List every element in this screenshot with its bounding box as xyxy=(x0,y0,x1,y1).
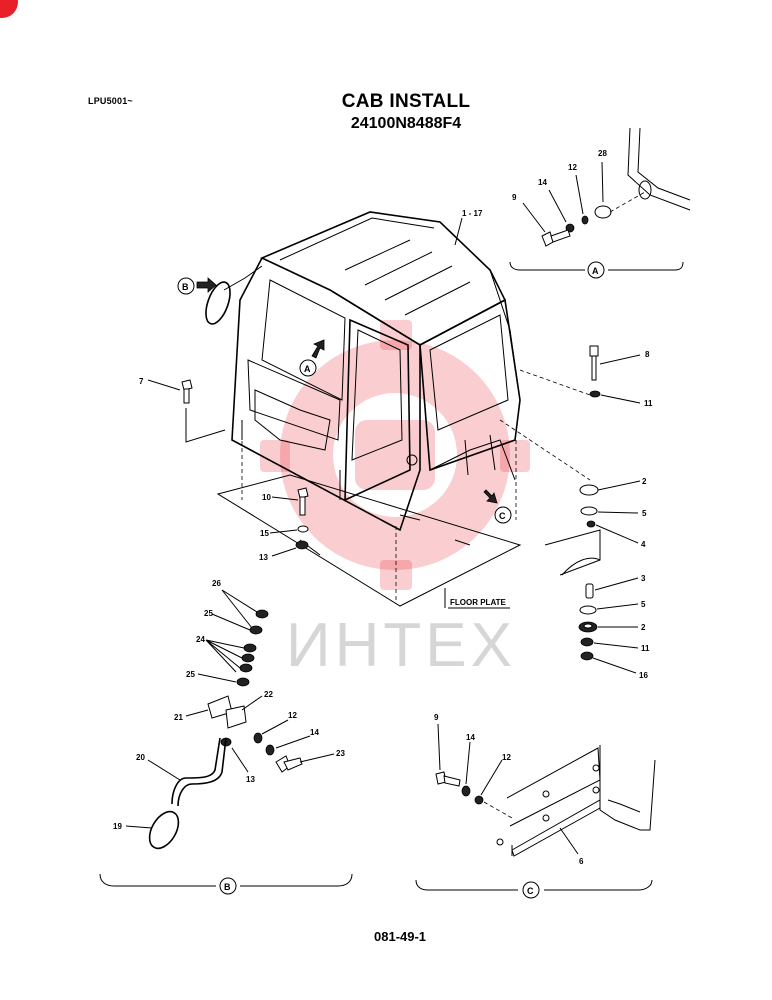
bracket-section xyxy=(544,529,601,576)
view-marker-a-cab xyxy=(299,359,317,377)
callout-14-b: 14 xyxy=(310,728,319,737)
page-title: CAB INSTALL xyxy=(341,91,471,112)
bolt-10 xyxy=(271,487,309,516)
callout-14-c: 14 xyxy=(466,733,475,742)
callout-28: 28 xyxy=(598,149,607,158)
callout-4: 4 xyxy=(641,540,646,549)
callout-cab: 1 - 17 xyxy=(462,209,483,218)
nut-16 xyxy=(580,651,637,674)
callout-13-top: 13 xyxy=(259,553,268,562)
view-c-detail xyxy=(415,723,656,899)
view-b-detail xyxy=(99,589,353,895)
bolt-7 xyxy=(147,379,226,443)
callout-8: 8 xyxy=(645,350,650,359)
washer-15 xyxy=(269,525,309,534)
view-arrows xyxy=(196,277,498,504)
callout-11-bottom: 11 xyxy=(641,644,650,653)
view-marker-c-cab xyxy=(494,506,512,524)
view-b-label: B xyxy=(224,882,231,892)
callout-10: 10 xyxy=(262,493,271,502)
callout-9-a: 9 xyxy=(512,193,517,202)
callout-5-bottom: 5 xyxy=(641,600,646,609)
view-marker-c-cab-label: C xyxy=(499,511,506,521)
bolt-8 xyxy=(589,345,641,381)
callout-24: 24 xyxy=(196,635,205,644)
callout-5-top: 5 xyxy=(642,509,647,518)
model-code: LPU5001~ xyxy=(88,96,133,106)
spacer-3 xyxy=(585,577,639,599)
floor-plate xyxy=(216,420,522,609)
callout-26: 26 xyxy=(212,579,221,588)
nut-13 xyxy=(271,540,309,557)
washer-5-bottom xyxy=(579,603,639,615)
callout-3: 3 xyxy=(641,574,646,583)
callout-14-a: 14 xyxy=(538,178,547,187)
washer-11-top xyxy=(589,390,641,404)
part-number: 24100N8488F4 xyxy=(350,115,462,132)
callout-13-b: 13 xyxy=(246,775,255,784)
view-c-label: C xyxy=(527,886,534,896)
callout-11-top: 11 xyxy=(644,399,653,408)
callout-19: 19 xyxy=(113,822,122,831)
mount-2-top xyxy=(579,480,641,496)
callout-25-top: 25 xyxy=(204,609,213,618)
callout-15: 15 xyxy=(260,529,269,538)
callout-20: 20 xyxy=(136,753,145,762)
callout-2-top: 2 xyxy=(642,477,647,486)
callout-12-c: 12 xyxy=(502,753,511,762)
view-a-detail xyxy=(509,127,691,279)
callout-6: 6 xyxy=(579,857,584,866)
view-marker-b-top-label: B xyxy=(182,282,189,292)
floor-plate-label: FLOOR PLATE xyxy=(450,598,507,607)
callout-9-c: 9 xyxy=(434,713,439,722)
callout-25-bottom: 25 xyxy=(186,670,195,679)
callout-23: 23 xyxy=(336,749,345,758)
page-number: 081-49-1 xyxy=(374,929,427,944)
callout-2-bottom: 2 xyxy=(641,623,646,632)
callout-16: 16 xyxy=(639,671,648,680)
cab-body xyxy=(205,211,521,532)
view-marker-b-top xyxy=(177,277,195,295)
view-a-label: A xyxy=(592,266,599,276)
callout-12-b: 12 xyxy=(288,711,297,720)
callout-21: 21 xyxy=(174,713,183,722)
nut-4 xyxy=(586,520,639,544)
watermark-text: ИНТЕХ xyxy=(286,611,516,680)
callout-7: 7 xyxy=(139,377,144,386)
washer-5-top xyxy=(580,506,639,516)
callout-22: 22 xyxy=(264,690,273,699)
callout-12-a: 12 xyxy=(568,163,577,172)
washer-11-bottom xyxy=(580,637,639,649)
view-marker-a-cab-label: A xyxy=(304,364,311,374)
mount-2-bottom xyxy=(578,621,638,633)
